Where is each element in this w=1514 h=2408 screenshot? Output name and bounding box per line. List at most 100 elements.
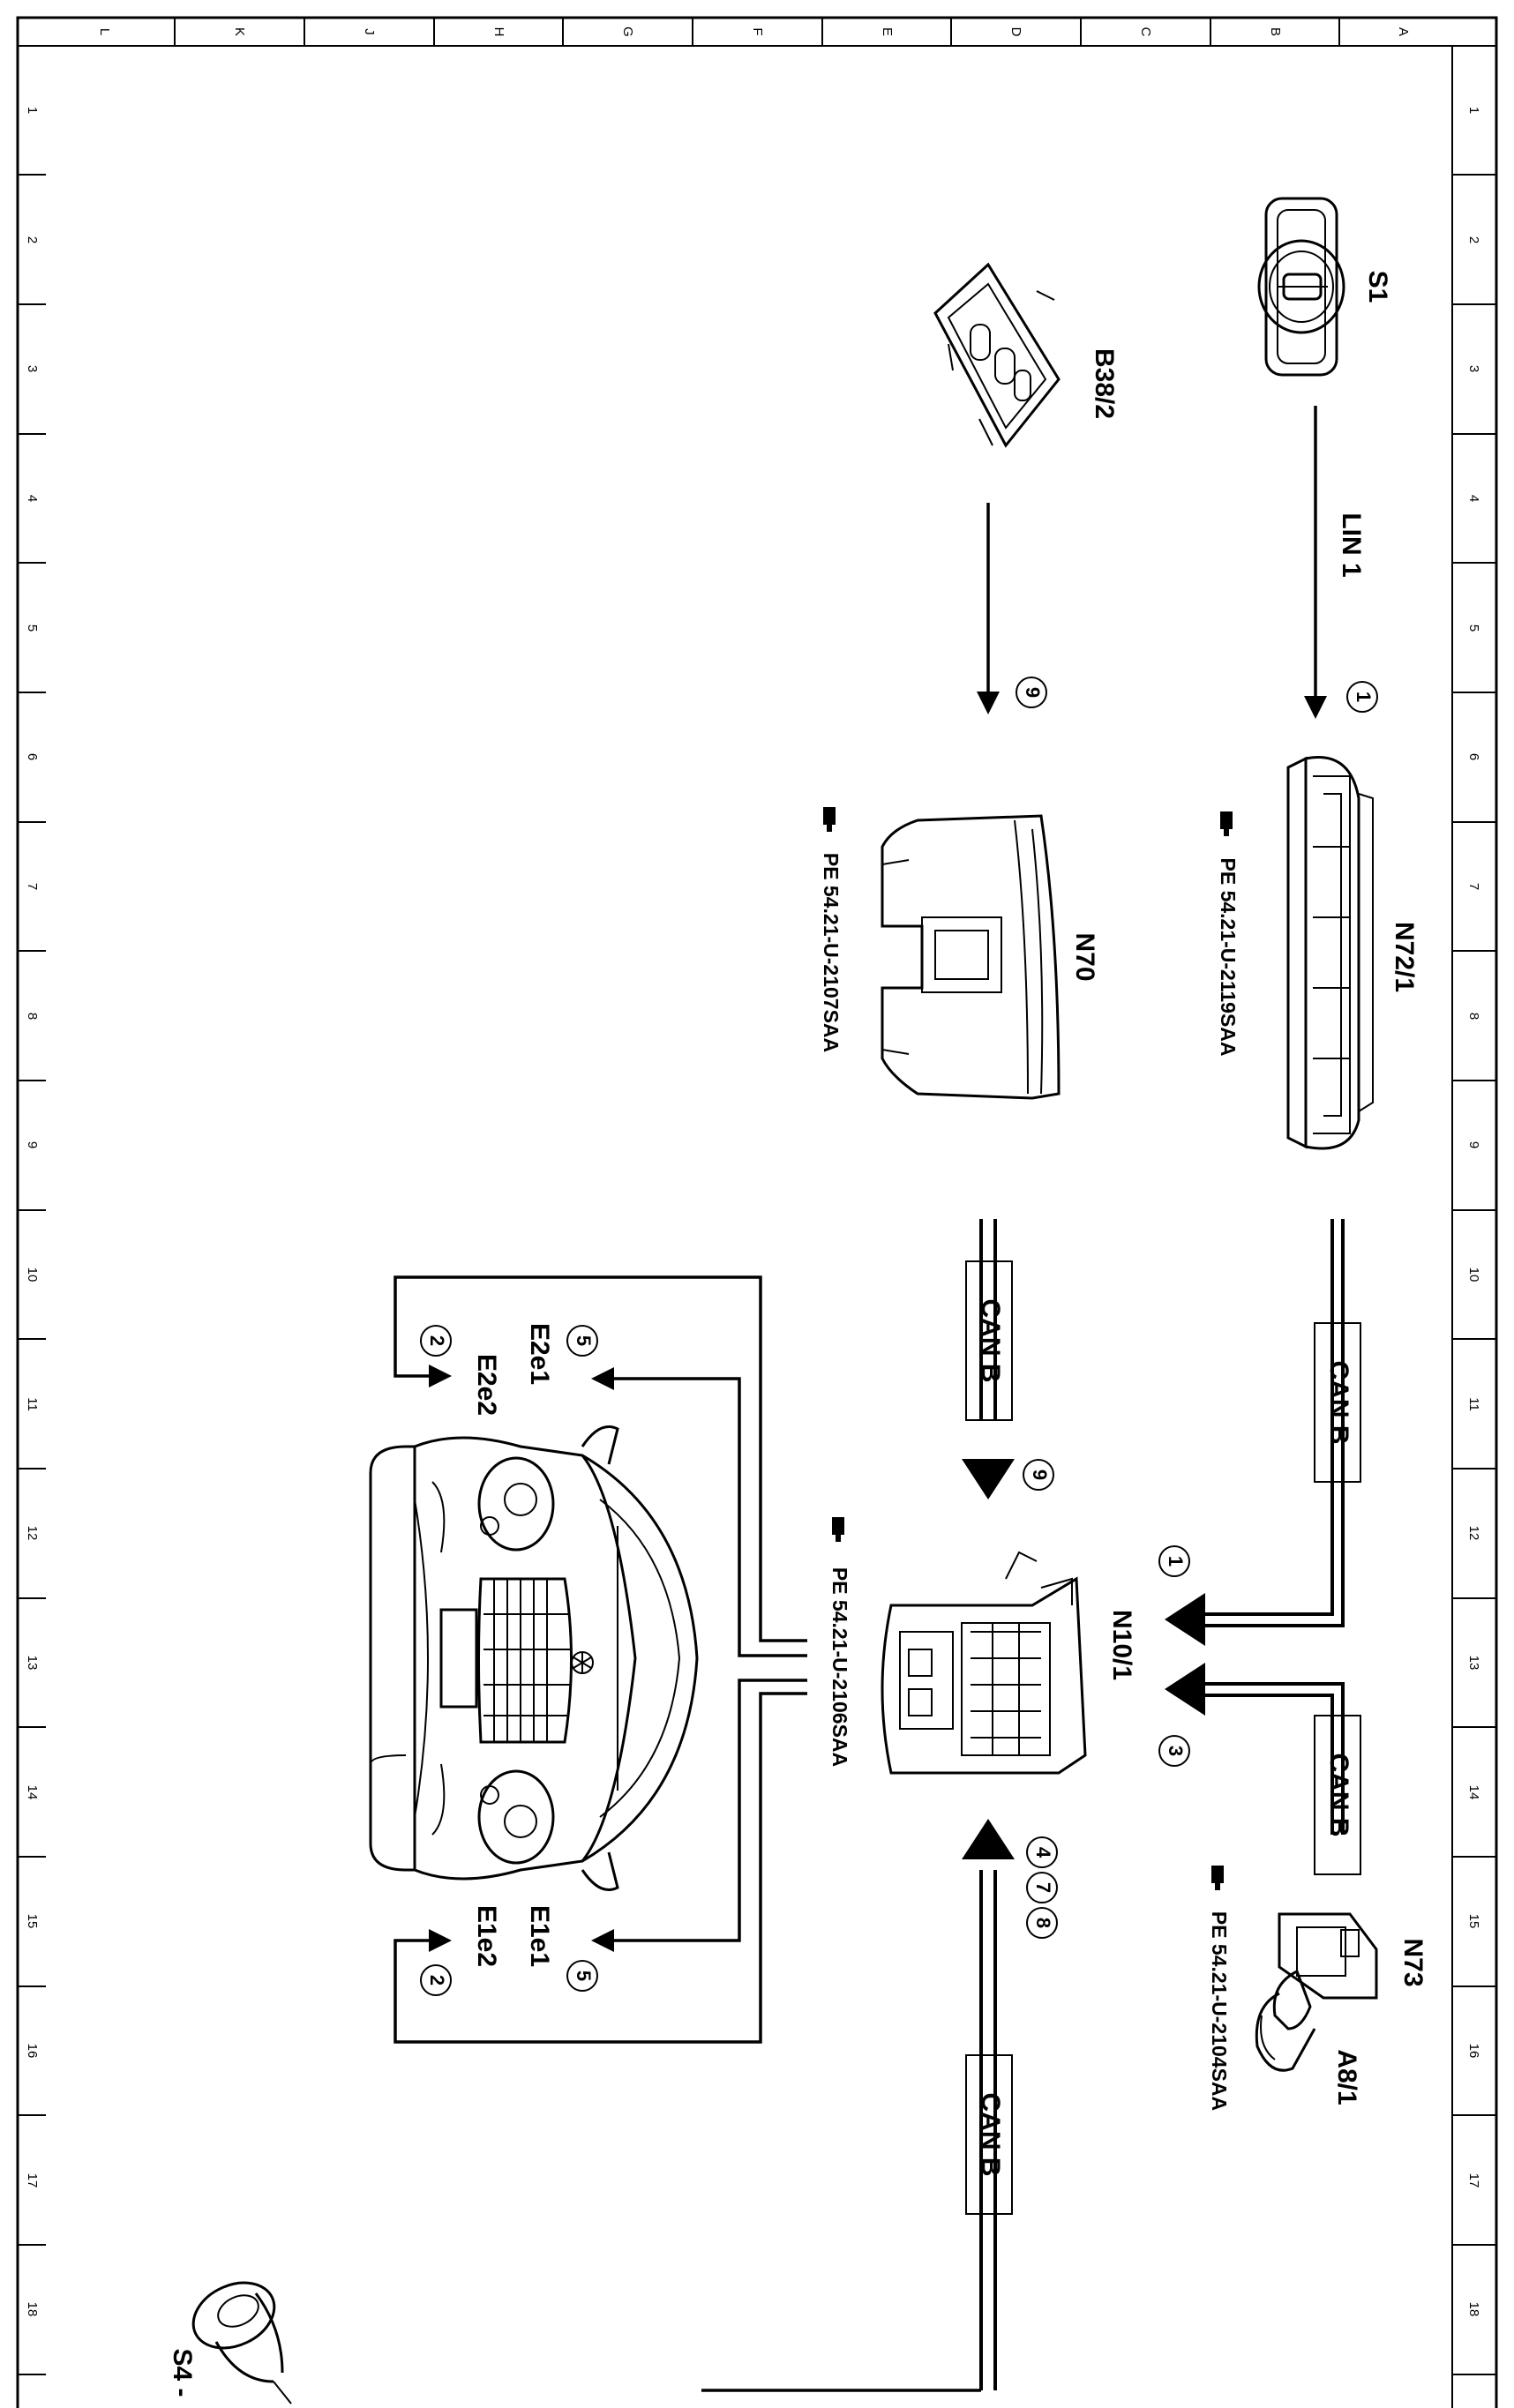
can-b-bus-top: CAN B (1191, 1219, 1361, 1627)
grid-row-label: 14 (1466, 1785, 1481, 1800)
grid-row-label: 3 (1466, 365, 1481, 372)
signal-number: 5 (573, 1971, 595, 1981)
vehicle-front-icon (369, 1425, 699, 1891)
n10-1-sam-module-icon (881, 1551, 1087, 1775)
e2e1-label: E2e1 (525, 1323, 554, 1385)
headlamp-wiring (393, 1275, 807, 2044)
grid-row-label: 6 (25, 753, 40, 760)
signal-badge: 9 (1016, 677, 1047, 708)
grid-col-label: G (620, 26, 635, 37)
grid-row-label: 13 (25, 1656, 40, 1671)
grid-row-label: 8 (1466, 1013, 1481, 1020)
n10-1-ref-text: PE 54.21-U-2106SAA (828, 1567, 851, 1767)
signal-badge: 1 (1346, 681, 1378, 713)
grid-row-label: 1 (1466, 107, 1481, 114)
grid-row-label: 7 (25, 883, 40, 890)
e2e2-arrowhead (429, 1365, 452, 1387)
signal-badge: 8 (1026, 1907, 1058, 1939)
grid-row-label: 4 (1466, 495, 1481, 502)
b38-2-label: B38/2 (1090, 348, 1119, 419)
hand-pointer-icon (823, 807, 836, 832)
grid-row-label: 10 (1466, 1268, 1481, 1283)
signal-number: 2 (426, 1335, 448, 1346)
grid-row-label: 5 (1466, 624, 1481, 632)
e2e2-label: E2e2 (472, 1354, 501, 1416)
can-b-label: CAN B (1324, 1361, 1353, 1445)
grid-row-label: 9 (25, 1141, 40, 1148)
grid-row-label: 4 (25, 495, 40, 502)
can-b-bus-bottom: CAN B (701, 1870, 1013, 2392)
e1e2-label: E1e2 (472, 1905, 501, 1967)
grid-row-label: 11 (25, 1397, 40, 1411)
sheet-frame (16, 16, 1498, 2408)
n73-ref-text: PE 54.21-U-2104SAA (1208, 1911, 1231, 2111)
grid-col-label: H (491, 27, 506, 37)
lin1-arrowhead (1304, 696, 1327, 719)
can-b-label: CAN B (976, 2093, 1005, 2177)
signal-number: 8 (1032, 1918, 1054, 1928)
e2e1-arrowhead (591, 1367, 614, 1390)
signal-number: 2 (426, 1975, 448, 1985)
grid-col-label: K (232, 27, 247, 36)
can-b-bottom-arrowhead (962, 1819, 1015, 1859)
grid-col-label: E (880, 27, 895, 36)
e1e2-arrowhead (429, 1929, 452, 1952)
signal-badge: 5 (566, 1325, 598, 1357)
n70-ref-text: PE 54.21-U-2107SAA (820, 853, 843, 1052)
hand-pointer-icon (1211, 1866, 1224, 1890)
n10-1-label: N10/1 (1107, 1610, 1136, 1680)
a8-1-label: A8/1 (1332, 2049, 1361, 2105)
grid-col-label: B (1268, 27, 1283, 36)
signal-number: 5 (573, 1335, 595, 1346)
hand-pointer-icon (832, 1517, 844, 1542)
grid-row-label: 2 (25, 236, 40, 243)
e1e1-arrowhead (591, 1929, 614, 1952)
can-b-bus-right: CAN B (1191, 1682, 1361, 1875)
signal-number: 9 (1029, 1469, 1051, 1480)
b38-2-arrowhead (977, 692, 1000, 714)
signal-number: 4 (1032, 1847, 1054, 1858)
grid-row-label: 11 (1466, 1397, 1481, 1411)
grid-row-label: 10 (25, 1268, 40, 1283)
n10-1-ref: PE 54.21-U-2106SAA (828, 1517, 851, 1767)
grid-col-label: C (1138, 27, 1153, 37)
can-b-bus-left: CAN B (965, 1219, 1013, 1421)
grid-row-label: 12 (1466, 1526, 1481, 1541)
grid-row-ticks (18, 174, 1496, 2375)
signal-badge: 3 (1158, 1735, 1190, 1767)
signal-number: 3 (1165, 1746, 1187, 1756)
grid-row-label: 1 (25, 107, 40, 114)
grid-row-labels-left: 1 2 3 4 5 6 7 8 9 10 11 12 13 14 15 16 1… (25, 107, 40, 2317)
n72-1-overhead-panel-icon (1286, 756, 1374, 1150)
s4-combination-switch-icon (191, 2281, 292, 2404)
signal-number: 1 (1353, 692, 1375, 702)
grid-row-label: 15 (25, 1914, 40, 1929)
grid-row-label: 2 (1466, 236, 1481, 243)
grid-row-label: 12 (25, 1526, 40, 1541)
grid-column-labels: L K J H G F E D C B A (97, 26, 1411, 37)
grid-row-label: 9 (1466, 1141, 1481, 1148)
s1-light-switch-icon (1257, 197, 1345, 377)
grid-col-label: F (750, 27, 765, 35)
signal-badge: 1 (1158, 1545, 1190, 1577)
grid-column-ticks (174, 18, 1340, 46)
signal-number: 7 (1032, 1882, 1054, 1893)
grid-row-label: 3 (25, 365, 40, 372)
grid-row-label: 18 (1466, 2302, 1481, 2317)
grid-row-label: 18 (25, 2302, 40, 2317)
can-b-label: CAN B (1324, 1754, 1353, 1837)
grid-row-label: 6 (1466, 753, 1481, 760)
can-b-top-arrowhead (1165, 1593, 1205, 1646)
signal-badge: 9 (1023, 1459, 1054, 1491)
signal-number: 9 (1022, 687, 1044, 698)
n70-roof-module-icon (881, 814, 1061, 1100)
grid-row-label: 14 (25, 1785, 40, 1800)
can-b-label: CAN B (976, 1299, 1005, 1383)
s4-label: S4 - (168, 2348, 197, 2397)
grid-row-label: 8 (25, 1013, 40, 1020)
signal-badge: 5 (566, 1960, 598, 1992)
n72-1-ref-text: PE 54.21-U-2119SAA (1217, 857, 1240, 1056)
can-b-right-arrowhead (1165, 1663, 1205, 1716)
grid-col-label: D (1008, 27, 1023, 37)
grid-row-labels-right: 1 2 3 4 5 6 7 8 9 10 11 12 13 14 15 16 1… (1466, 107, 1481, 2317)
